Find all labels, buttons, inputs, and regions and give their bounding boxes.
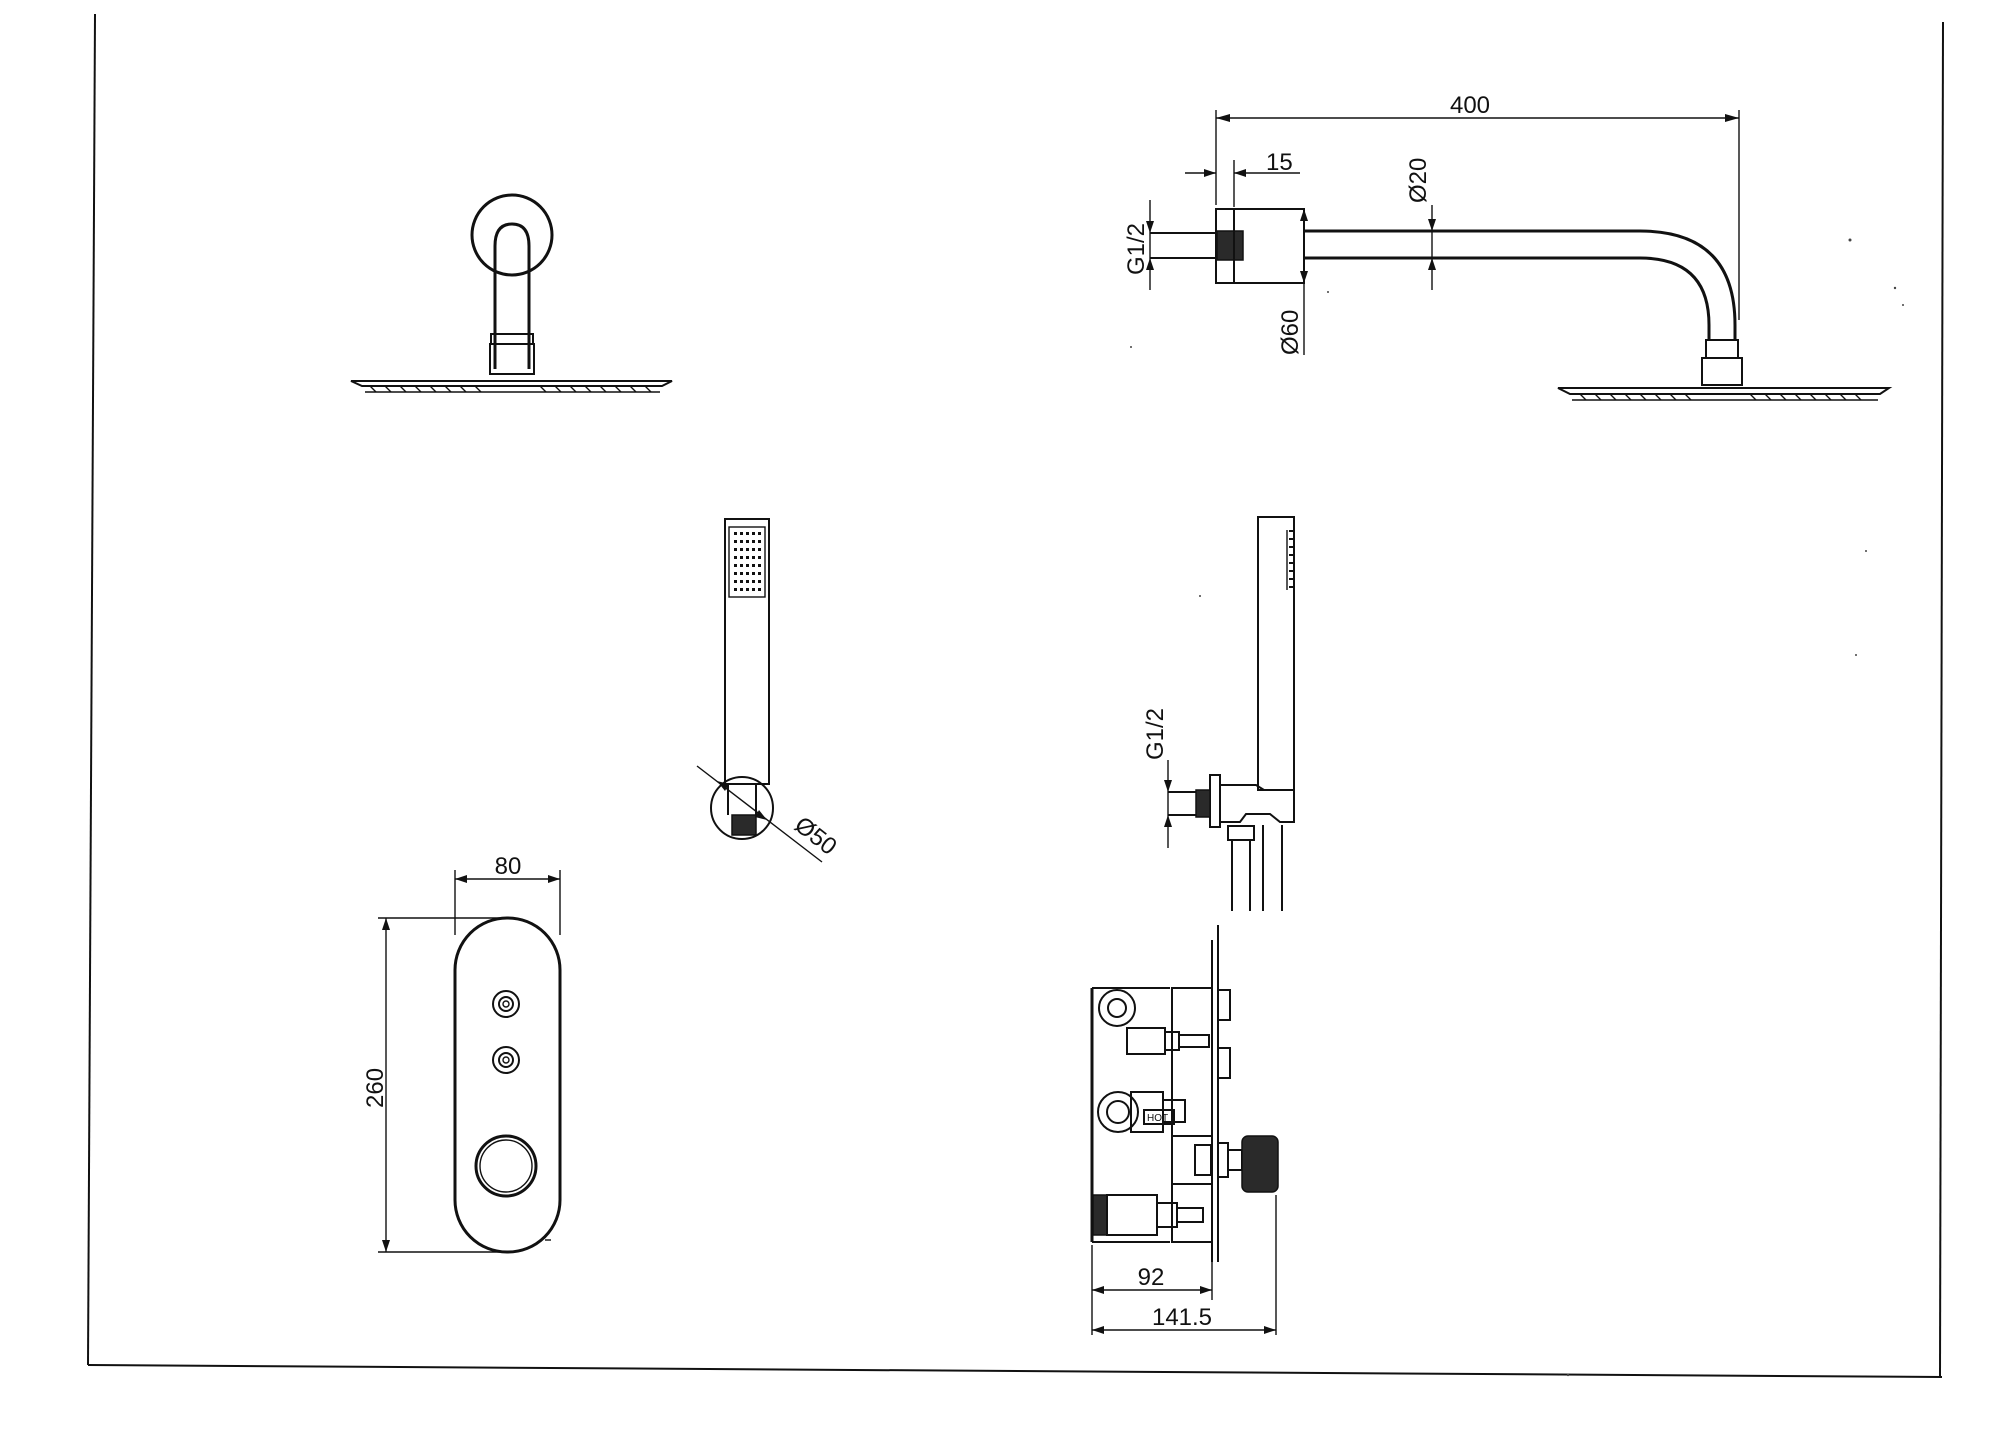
svg-text:HOT: HOT (1147, 1113, 1168, 1124)
dim-label-arm-thread: G1/2 (1123, 223, 1150, 275)
dim-label-plate-height: 260 (362, 1068, 389, 1108)
dimension-arm-diameter: Ø20 (1405, 158, 1436, 290)
dim-label-valve-total-depth: 141.5 (1152, 1304, 1212, 1331)
dimension-arm-thread: G1/2 (1123, 200, 1154, 290)
rain-shower-front-view (350, 193, 673, 393)
drawing-frame (87, 13, 1944, 1378)
diverter-button-top (492, 990, 520, 1018)
dimension-arm-length: 400 (1215, 92, 1740, 320)
dimension-flange-diameter: Ø60 (1277, 209, 1308, 355)
dim-label-arm-diameter: Ø20 (1405, 158, 1432, 203)
spray-nozzles (734, 532, 761, 591)
diverter-button-middle (492, 1046, 520, 1074)
dim-label-flange-diameter: Ø60 (1277, 310, 1304, 355)
hand-shower-front-view (710, 518, 774, 840)
concealed-valve-body: HOT (1090, 925, 1279, 1262)
dimension-valve-total-depth: 141.5 (1092, 1195, 1277, 1335)
dim-label-flange-depth: 15 (1266, 149, 1293, 176)
dimension-valve-body-depth: 92 (1091, 1245, 1213, 1335)
dim-label-plate-width: 80 (495, 853, 522, 880)
dimension-plate-height: 260 (362, 917, 500, 1253)
hand-shower-side-view (1168, 516, 1295, 911)
temperature-knob (474, 1134, 538, 1198)
dimension-flange-depth: 15 (1185, 149, 1300, 207)
dimension-plate-width: 80 (454, 853, 561, 935)
dim-label-arm-length: 400 (1450, 92, 1490, 119)
dimension-hand-shower-thread: G1/2 (1142, 708, 1172, 848)
dim-label-hand-shower-thread: G1/2 (1142, 708, 1169, 760)
scan-specks (1130, 238, 1904, 1377)
dim-label-holder-diameter: Ø50 (789, 811, 841, 860)
shower-arm-side-view (1150, 208, 1893, 401)
thermostat-cover-plate (453, 916, 562, 1254)
dim-label-valve-body-depth: 92 (1138, 1264, 1165, 1291)
